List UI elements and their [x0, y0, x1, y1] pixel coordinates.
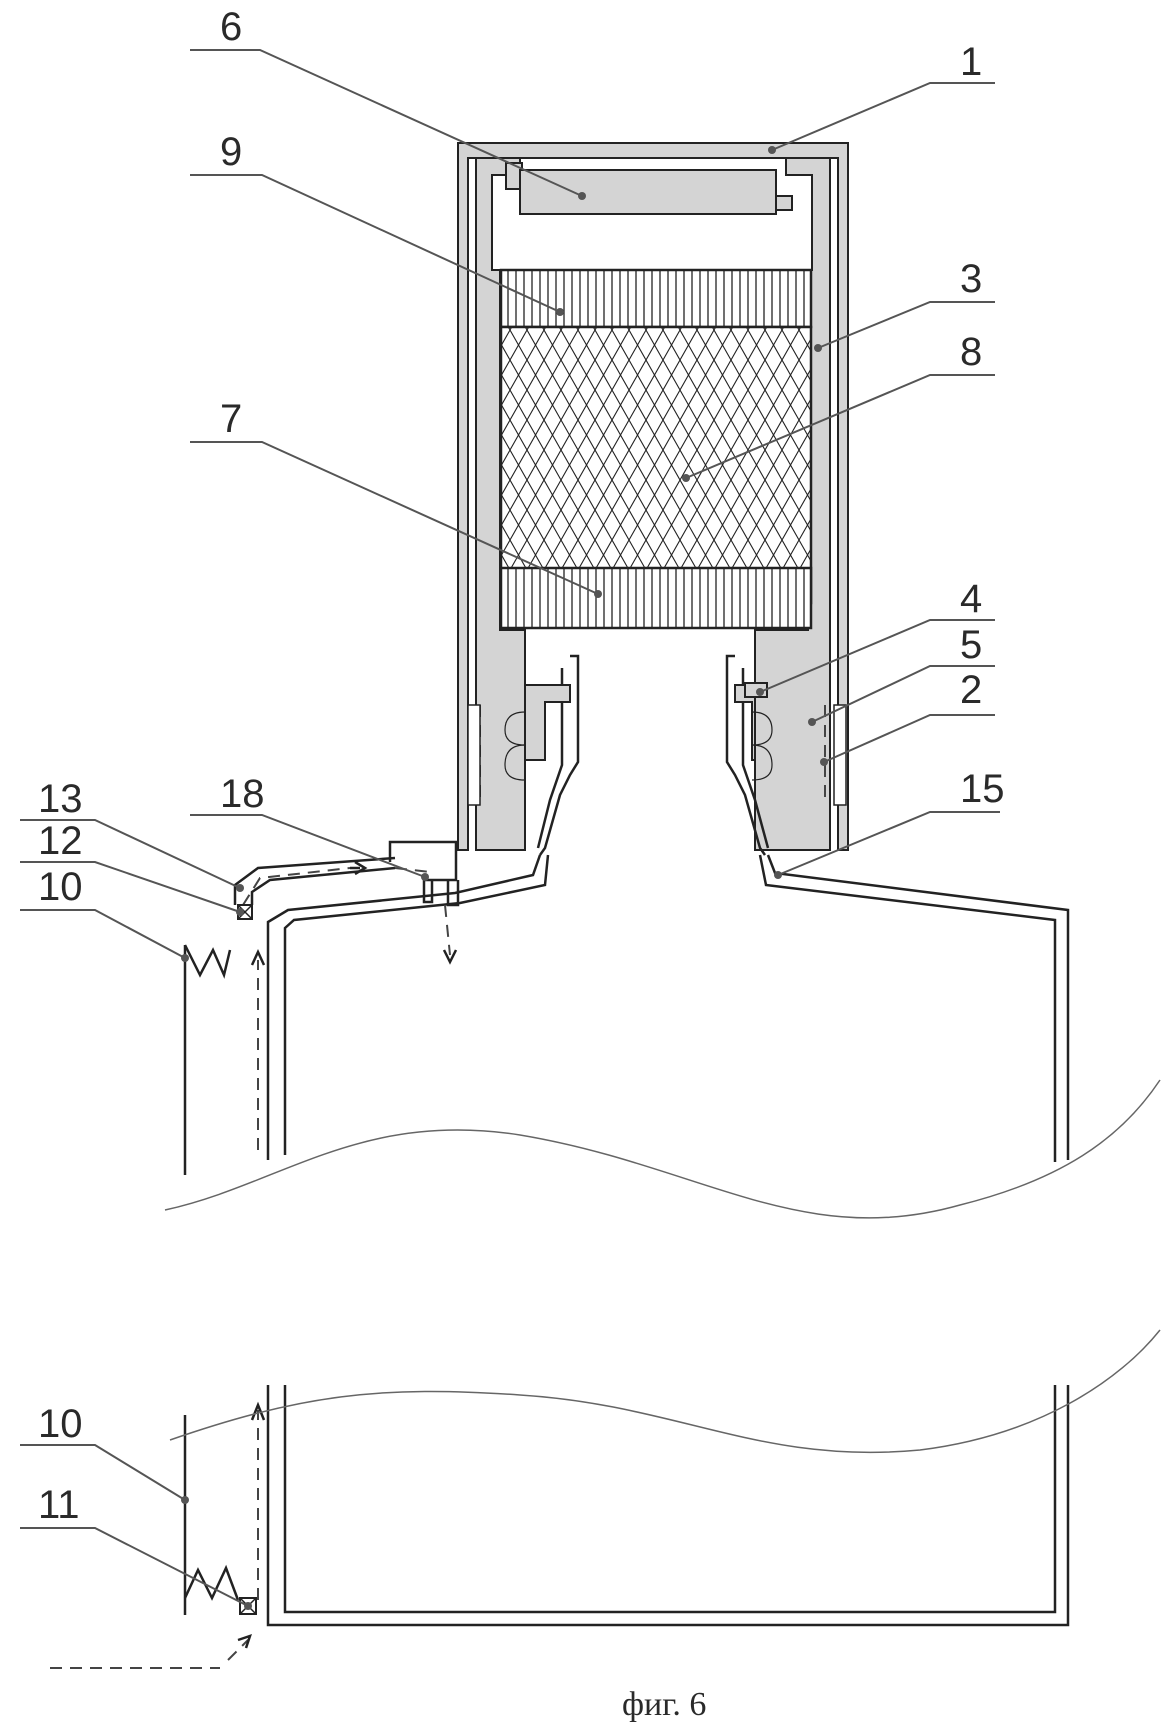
- seal-block-right: [775, 195, 793, 211]
- label-13: 13: [38, 777, 83, 821]
- label-15: 15: [960, 767, 1005, 811]
- label-2: 2: [960, 668, 982, 712]
- label-7: 7: [220, 397, 242, 441]
- neck-coupling: [504, 654, 773, 856]
- housing-cap-1: [457, 142, 849, 851]
- bottle-outer-wall: [266, 854, 1070, 1627]
- filter-cartridge: [499, 268, 813, 630]
- label-5: 5: [960, 623, 982, 667]
- label-12: 12: [38, 819, 83, 863]
- top-plate-6: [519, 169, 777, 215]
- label-1: 1: [960, 40, 982, 84]
- bottle-inner-wall: [283, 854, 1057, 1614]
- upper-end-layer-9: [499, 268, 813, 329]
- bellows-10-upper: [183, 944, 266, 1175]
- label-9: 9: [220, 130, 242, 174]
- label-18: 18: [220, 772, 265, 816]
- callouts: 6 1 9 3 8 7 4 5 2 15 18 13 12: [20, 5, 1005, 1610]
- figure-caption: фиг. 6: [622, 1686, 706, 1723]
- lower-end-layer-7: [499, 566, 813, 630]
- filter-media-8: [499, 325, 813, 605]
- bellows-10-lower: [50, 1401, 266, 1669]
- label-8: 8: [960, 330, 982, 374]
- label-10-lower: 10: [38, 1402, 83, 1446]
- label-10-upper: 10: [38, 865, 83, 909]
- label-6: 6: [220, 5, 242, 49]
- air-tube-13: [233, 856, 458, 965]
- label-11: 11: [38, 1483, 80, 1527]
- break-lines: [164, 1079, 1161, 1454]
- label-3: 3: [960, 257, 982, 301]
- label-4: 4: [960, 577, 982, 621]
- bottle-body: [266, 854, 1070, 1627]
